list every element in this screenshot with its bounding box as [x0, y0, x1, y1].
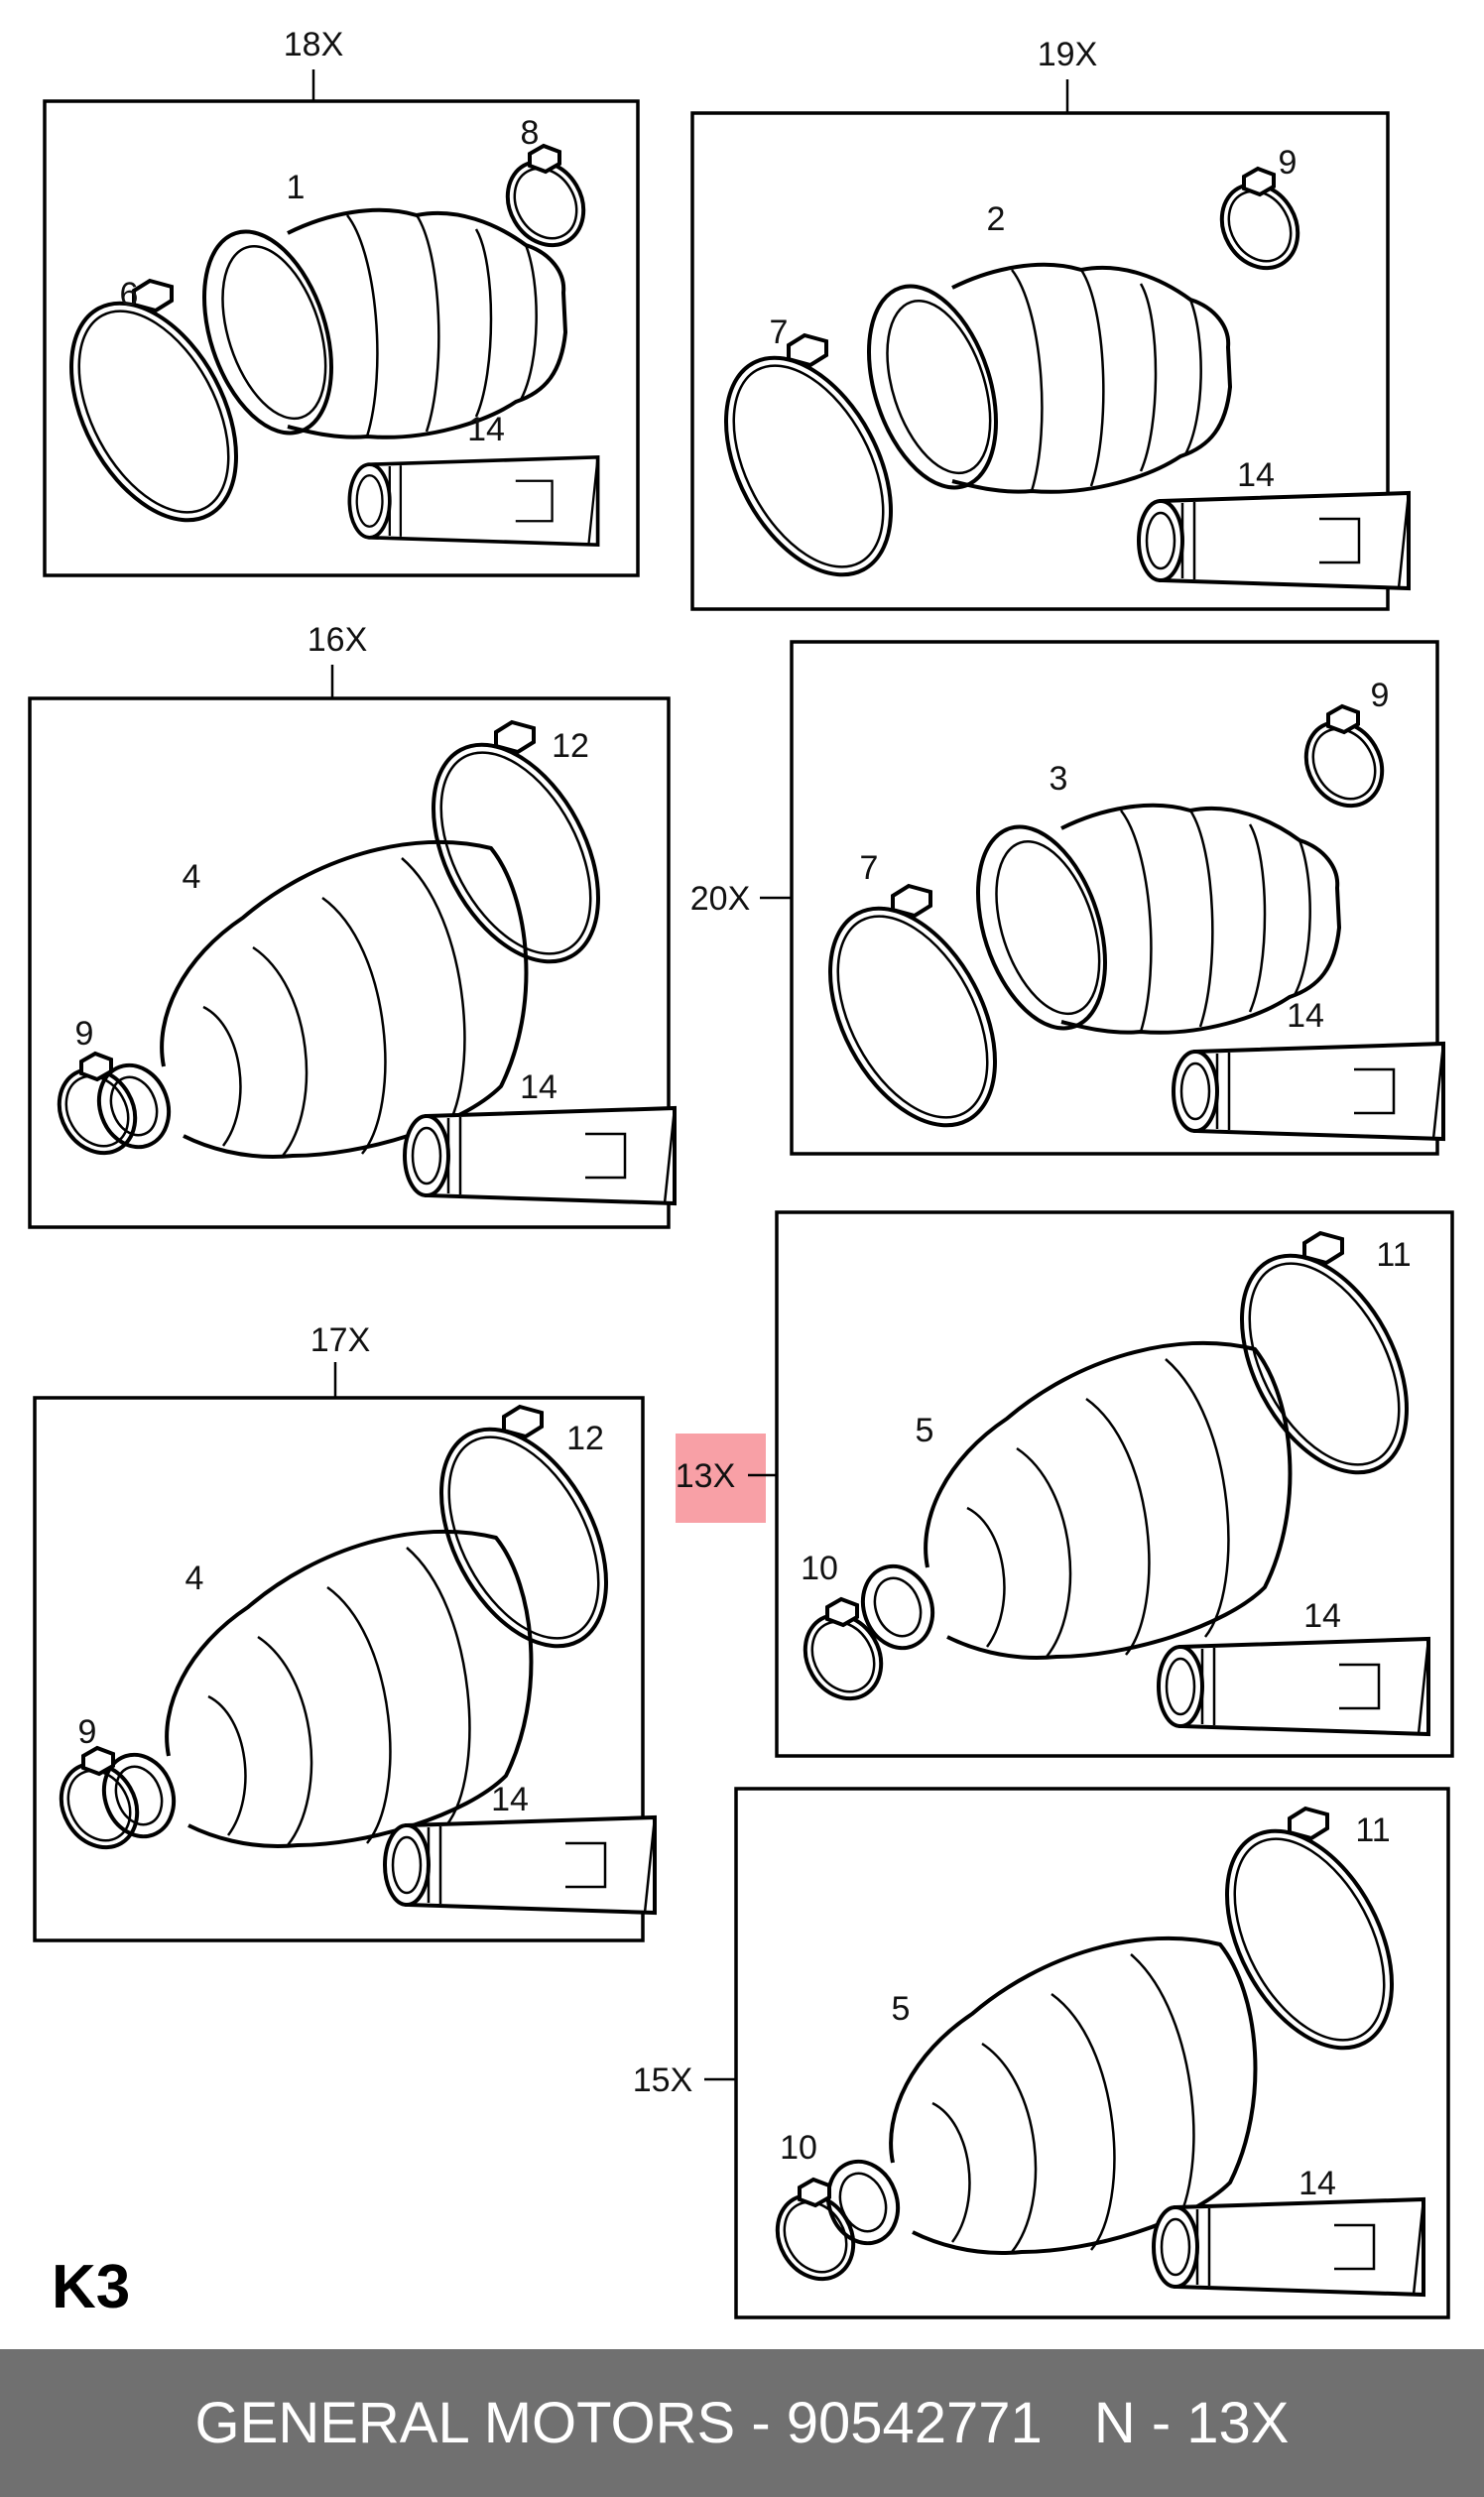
panel-13x: 13X 11 5 10 14 — [676, 1210, 1454, 1758]
part-label-8: 8 — [521, 114, 540, 152]
part-label-4: 4 — [183, 858, 201, 896]
part-label-14: 14 — [1303, 1597, 1341, 1635]
part-label-4: 4 — [186, 1560, 204, 1597]
panel-16x: 16X 12 4 9 14 — [28, 621, 677, 1229]
group-label-16x: 16X — [308, 621, 368, 659]
part-label-9: 9 — [1371, 677, 1390, 714]
footer-separator: - — [735, 2391, 787, 2455]
part-label-1: 1 — [287, 169, 306, 206]
page-code: K3 — [52, 2253, 131, 2321]
part-label-14: 14 — [1298, 2165, 1336, 2202]
part-label-9: 9 — [75, 1015, 94, 1053]
part-label-14: 14 — [520, 1068, 557, 1106]
footer-brand: GENERAL MOTORS — [194, 2391, 736, 2455]
part-label-2: 2 — [987, 200, 1006, 238]
part-label-14: 14 — [1287, 997, 1324, 1035]
part-label-5: 5 — [892, 1990, 911, 2028]
group-13x-highlight — [676, 1434, 766, 1523]
panel-18x: 18X 1 8 6 14 — [35, 26, 640, 577]
panel-20x: 20X 3 9 7 14 — [690, 640, 1445, 1156]
part-label-3: 3 — [1050, 760, 1068, 798]
part-label-14: 14 — [491, 1781, 529, 1818]
group-label-19x: 19X — [1038, 36, 1098, 73]
part-label-12: 12 — [552, 727, 589, 765]
part-label-9: 9 — [78, 1713, 97, 1751]
panel-19x: 19X 2 9 7 14 — [689, 36, 1411, 611]
group-label-18x: 18X — [284, 26, 344, 63]
part-label-7: 7 — [770, 313, 789, 351]
part-label-7: 7 — [860, 849, 879, 887]
part-label-14: 14 — [1237, 456, 1275, 494]
part-label-10: 10 — [801, 1550, 838, 1587]
footer-part-number: 90542771 — [786, 2391, 1043, 2455]
parts-diagram: 18X 1 8 6 14 19X 2 9 7 14 16X 12 4 9 14 — [28, 26, 1454, 2319]
group-label-20x: 20X — [690, 880, 751, 918]
footer-ref: N - 13X — [1093, 2391, 1290, 2455]
part-label-5: 5 — [916, 1412, 934, 1449]
part-label-11: 11 — [1376, 1236, 1411, 1274]
part-label-6: 6 — [120, 276, 139, 313]
panel-15x: 15X 11 5 10 14 — [633, 1787, 1450, 2319]
part-label-14: 14 — [467, 411, 505, 448]
footer-bar: GENERAL MOTORS - 90542771 N - 13X — [0, 2349, 1484, 2497]
part-label-9: 9 — [1279, 144, 1298, 182]
group-label-17x: 17X — [310, 1321, 371, 1359]
group-label-15x: 15X — [633, 2061, 693, 2099]
group-label-13x: 13X — [676, 1457, 736, 1495]
panel-17x: 17X 12 4 9 14 — [33, 1321, 657, 1942]
part-label-10: 10 — [780, 2129, 817, 2167]
part-label-11: 11 — [1355, 1811, 1390, 1849]
part-label-12: 12 — [566, 1420, 604, 1457]
